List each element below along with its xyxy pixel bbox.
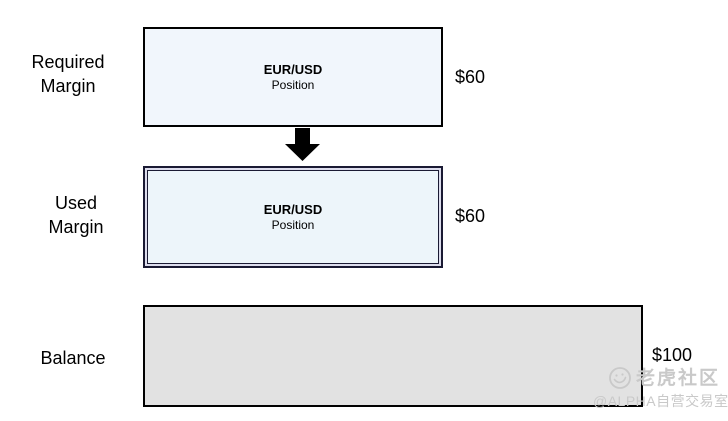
- required-margin-box: EUR/USD Position: [143, 27, 443, 127]
- tiger-logo-icon: [609, 367, 631, 389]
- used-margin-box: EUR/USD Position: [143, 166, 443, 268]
- used-margin-label-line2: Margin: [48, 217, 104, 237]
- used-box-subtitle: Position: [271, 217, 315, 232]
- required-box-title: EUR/USD: [263, 61, 323, 77]
- down-arrow-icon: [285, 128, 320, 161]
- watermark-community-text: 老虎社区: [636, 368, 721, 389]
- balance-label-text: Balance: [40, 348, 106, 368]
- used-margin-label-line1: Used: [54, 193, 98, 213]
- balance-label: Balance: [23, 346, 123, 370]
- watermark-credit-text: @ALPHA自营交易室: [593, 393, 728, 409]
- balance-amount: $100: [652, 345, 693, 365]
- used-margin-amount: $60: [455, 206, 486, 226]
- required-margin-label-line2: Margin: [40, 76, 96, 96]
- balance-box: [143, 305, 643, 407]
- required-margin-label-line1: Required: [31, 52, 105, 72]
- required-margin-amount: $60: [455, 67, 486, 87]
- used-margin-label: Used Margin: [26, 191, 126, 239]
- required-margin-label: Required Margin: [18, 50, 118, 98]
- used-box-title: EUR/USD: [263, 201, 323, 217]
- required-box-subtitle: Position: [271, 77, 315, 92]
